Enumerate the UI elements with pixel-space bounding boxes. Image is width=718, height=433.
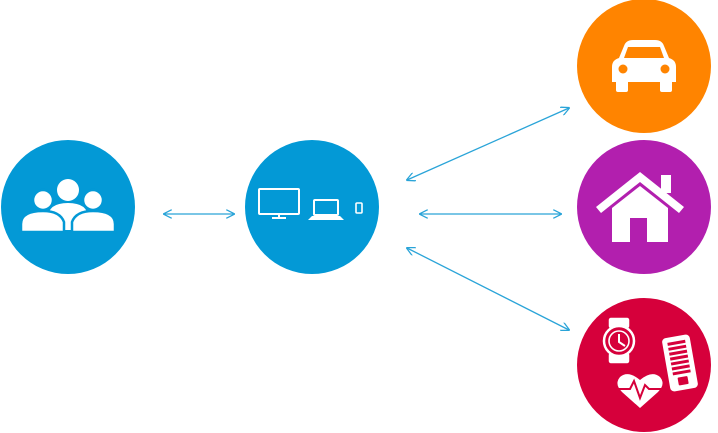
heart-pulse-icon: [616, 374, 664, 408]
node-devices: [245, 140, 379, 274]
node-health: [577, 298, 711, 432]
devices-circle: [245, 140, 379, 274]
car-icon: [612, 40, 676, 92]
connector-devices-health: [407, 248, 569, 330]
connector-devices-car: [407, 108, 569, 180]
node-home: [577, 140, 711, 274]
people-group-icon: [19, 179, 117, 234]
smartwatch-icon: [602, 317, 636, 364]
devices-icon: [258, 188, 363, 220]
fitness-tracker-icon: [662, 334, 698, 392]
node-car: [577, 0, 711, 133]
connectors: [164, 108, 569, 330]
house-icon: [596, 172, 684, 242]
wearables-health-icon: [602, 317, 698, 408]
node-people: [1, 140, 135, 274]
